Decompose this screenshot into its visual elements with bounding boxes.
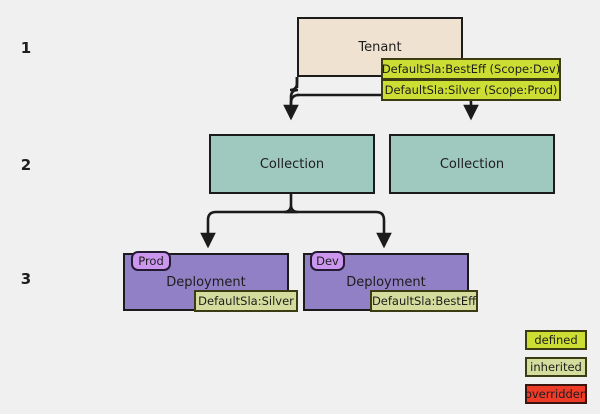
tenant-sla-badge-prod[interactable]: DefaultSla:Silver (Scope:Prod) [381, 79, 561, 101]
edge-tenant-to-collections [289, 77, 299, 112]
edge-row1-left-final [290, 88, 298, 102]
edge-row1-left-arm [290, 88, 298, 95]
node-collection-right-label: Collection [439, 156, 505, 172]
legend-item-inherited: inherited [525, 357, 587, 377]
deployment-prod-sla-badge[interactable]: DefaultSla:Silver [194, 290, 298, 312]
edge-row1-L [290, 88, 298, 116]
edge-row1-left-visible [290, 88, 297, 95]
edge-tenant-to-collection-left [283, 90, 297, 99]
edge-collection-right-deployment [291, 210, 392, 249]
edge-branch-left [290, 77, 297, 112]
row-label-3: 3 [20, 270, 32, 288]
edge-collection-left-deployment [200, 210, 291, 249]
edge-collection-fork-joint [283, 204, 299, 214]
edge-row1-to-left-collection [290, 88, 298, 117]
edge-tenant-left-collection [283, 93, 300, 121]
node-deployment-prod-label: Deployment [166, 274, 246, 290]
row-label-1: 1 [20, 39, 32, 57]
node-tenant[interactable]: Tenant [297, 17, 463, 77]
row-label-2: 2 [20, 156, 32, 174]
tenant-sla-badge-dev[interactable]: DefaultSla:BestEff (Scope:Dev) [381, 58, 561, 80]
edge-row1-left-line [290, 88, 297, 95]
node-collection-left-label: Collection [259, 156, 325, 172]
edge-fork-row1-left [289, 88, 298, 118]
node-collection-right[interactable]: Collection [389, 134, 555, 194]
node-collection-left[interactable]: Collection [209, 134, 375, 194]
legend-item-overridden: overridden [525, 384, 587, 404]
node-deployment-dev-label: Deployment [346, 274, 426, 290]
legend-item-defined: defined [525, 330, 587, 350]
env-tag-dev[interactable]: Dev [310, 251, 345, 271]
node-tenant-label: Tenant [358, 39, 402, 55]
edge-row1-left [290, 88, 298, 120]
edge-row1-branch-left [290, 88, 297, 118]
edge-row1-fork [290, 95, 304, 118]
deployment-dev-sla-badge[interactable]: DefaultSla:BestEff [370, 290, 478, 312]
edge-row1-left-branch [290, 89, 297, 95]
edge-row1-fork-left-branch [290, 88, 298, 117]
env-tag-prod[interactable]: Prod [131, 251, 171, 271]
